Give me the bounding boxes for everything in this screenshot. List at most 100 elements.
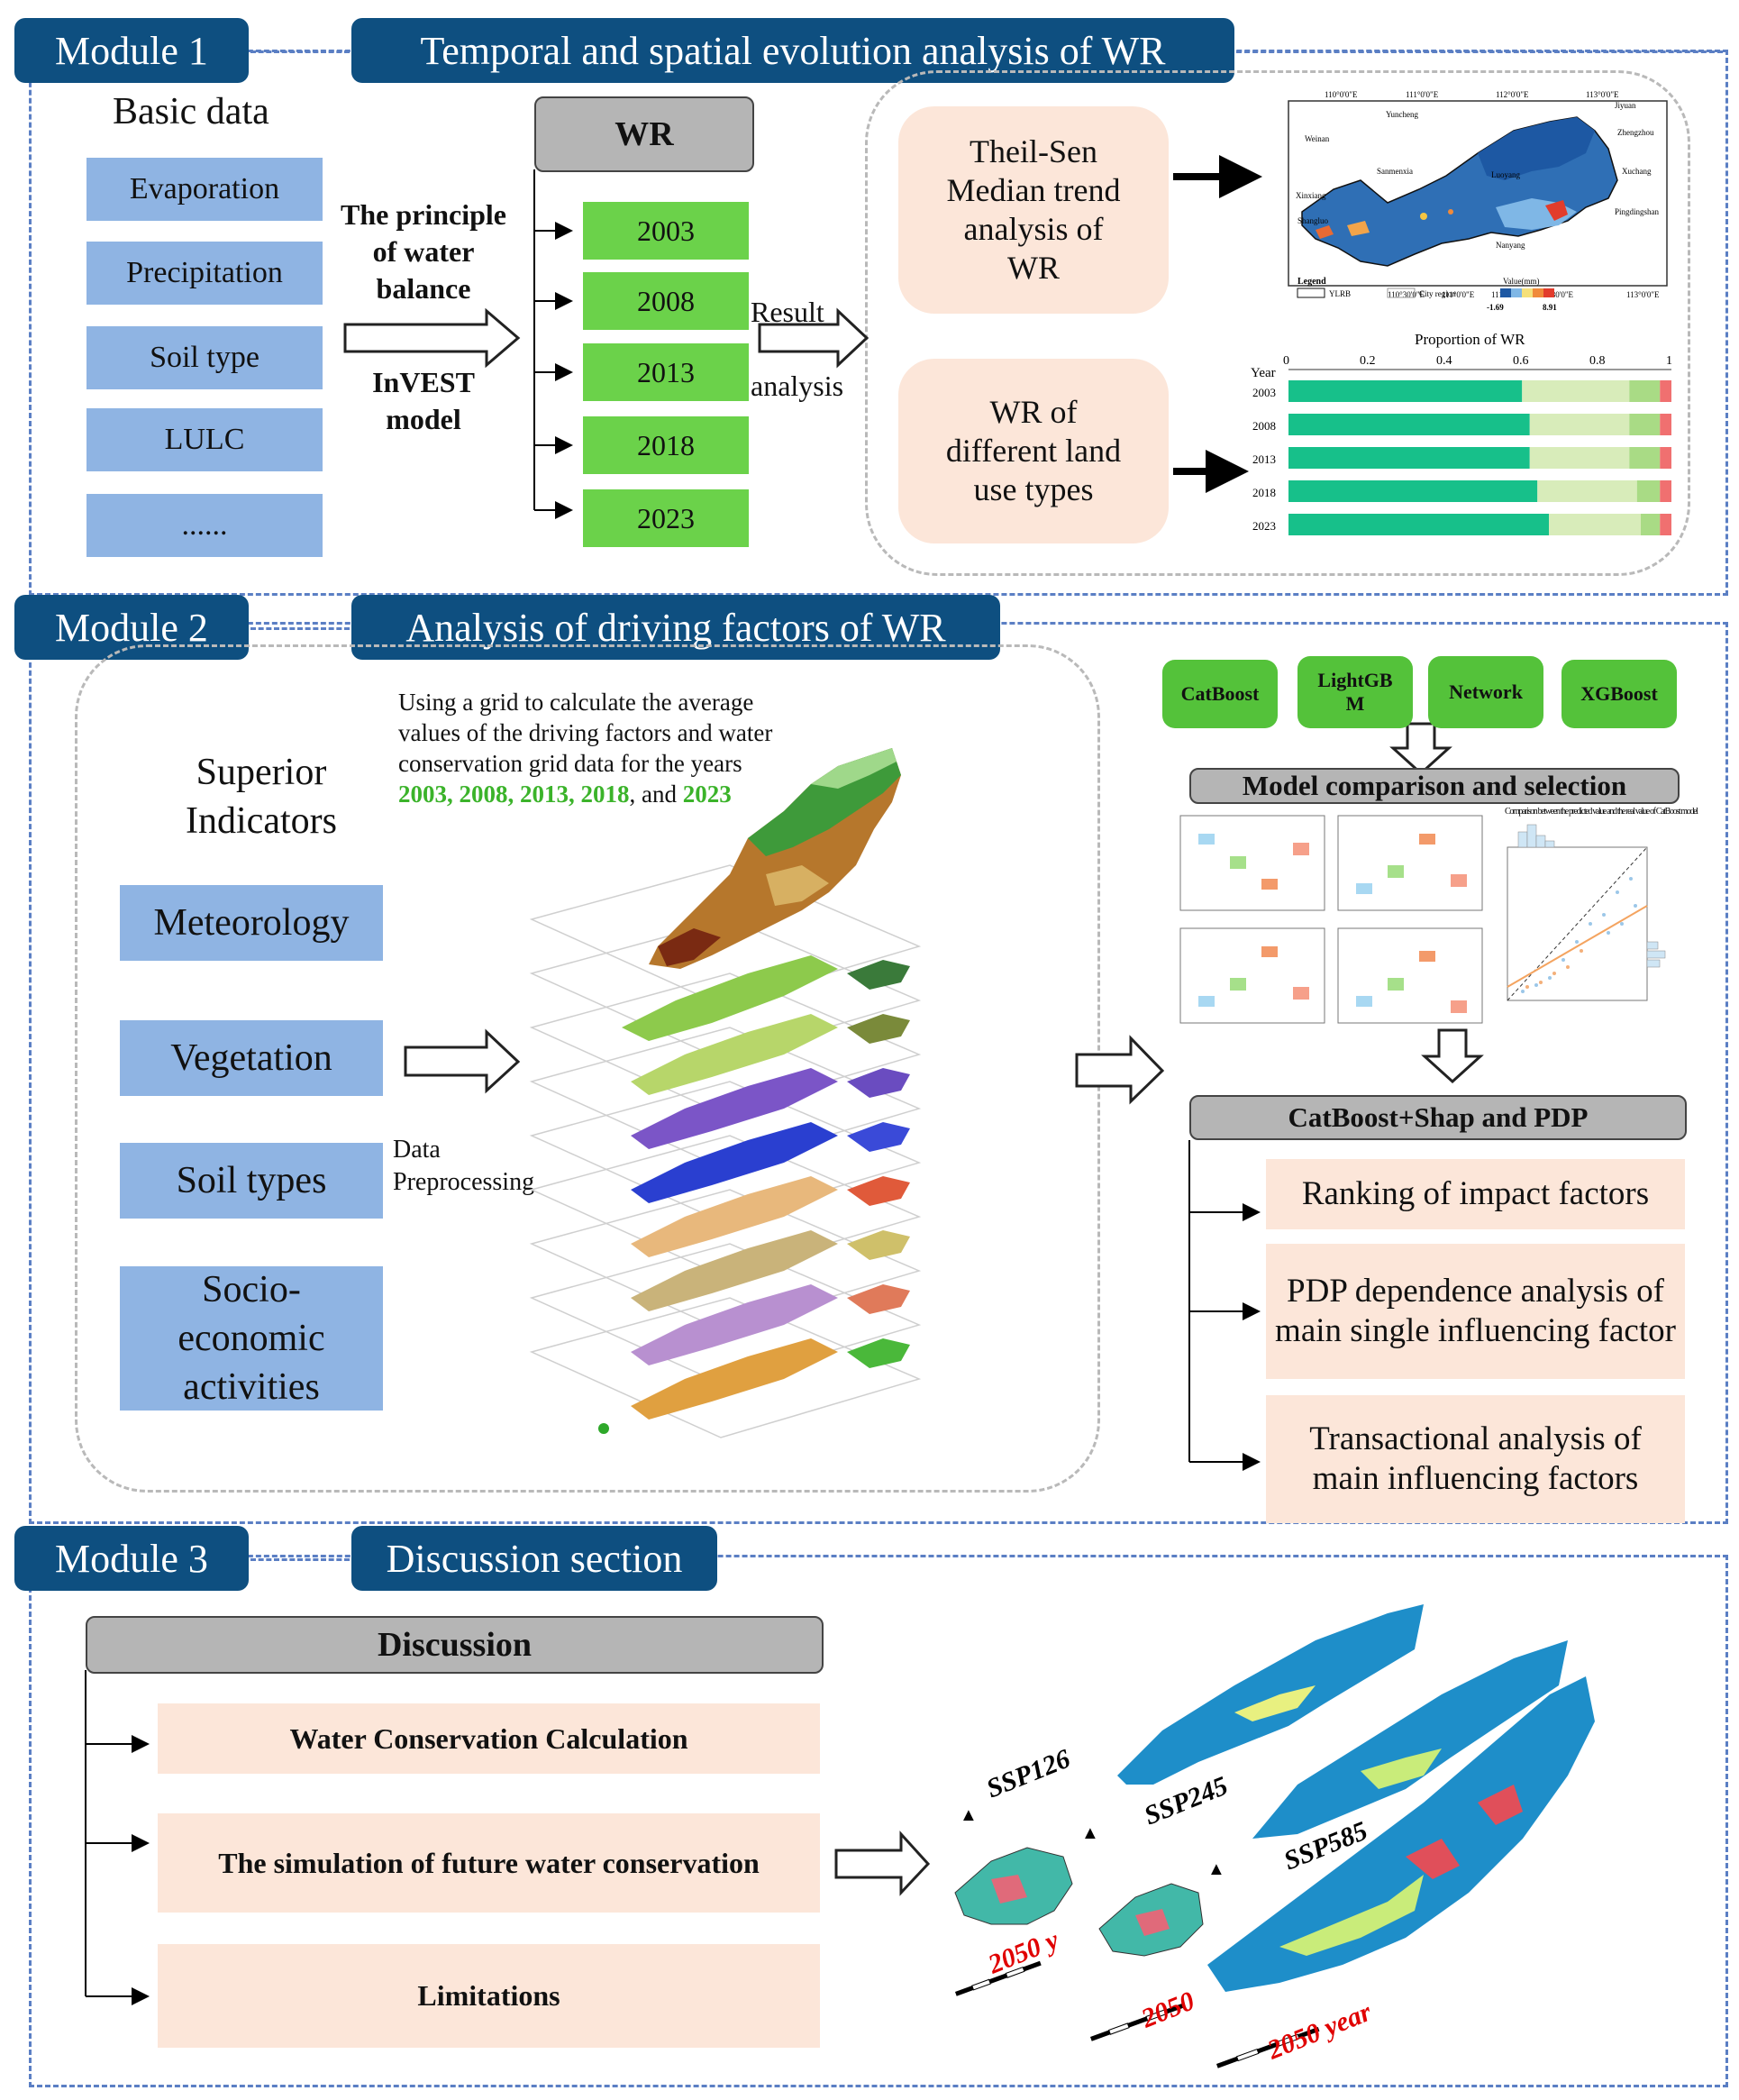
chart-bar-segment bbox=[1629, 447, 1661, 469]
map-city-label: Luoyang bbox=[1491, 170, 1520, 179]
discussion-header: Discussion bbox=[86, 1616, 824, 1674]
chart-bar-segment bbox=[1636, 480, 1661, 502]
result-analysis-label: Result analysis bbox=[751, 296, 844, 402]
module3-title: Discussion section bbox=[351, 1526, 717, 1591]
model-network: Network bbox=[1428, 656, 1543, 728]
module1-connectors bbox=[343, 155, 1262, 519]
chart-category-label: 2013 bbox=[1252, 452, 1276, 466]
invest-label: InVEST model bbox=[372, 366, 475, 435]
wr-header: WR bbox=[534, 96, 754, 172]
chart-x-tick-label: 0.4 bbox=[1436, 354, 1452, 368]
chart-category-label: 2023 bbox=[1252, 519, 1276, 533]
indicator-soil-types: Soil types bbox=[120, 1143, 383, 1219]
model-comparison-panel: Comparison between the predicted value a… bbox=[1179, 807, 1698, 1024]
grid-years: 2003, 2008, 2013, 2018 bbox=[398, 781, 630, 808]
chart-ylabel: Year bbox=[1251, 366, 1276, 380]
scatter-frame bbox=[1507, 846, 1648, 1001]
basic-data-title: Basic data bbox=[113, 91, 269, 132]
ssp-scenario-maps: ▲ ▲ ▲ SSP126 SSP245 SSP585 2050 y 2050 2… bbox=[954, 1604, 1595, 2068]
map-lon-label-top: 110°0'0"E bbox=[1325, 90, 1358, 99]
basic-data-evaporation: Evaporation bbox=[86, 158, 323, 221]
basic-data-precipitation: Precipitation bbox=[86, 242, 323, 305]
basin-hotspot bbox=[1347, 221, 1370, 236]
north-arrow-icon: ▲ bbox=[1207, 1859, 1225, 1879]
data-preprocessing-label: Data Preprocessing bbox=[393, 1136, 535, 1196]
discussion-item-water-conservation: Water Conservation Calculation bbox=[158, 1703, 820, 1774]
model-catboost: CatBoost bbox=[1162, 660, 1278, 728]
north-arrow-icon: ▲ bbox=[1081, 1823, 1099, 1843]
year-2023: 2023 bbox=[583, 489, 749, 547]
grid-description: Using a grid to calculate the average va… bbox=[398, 689, 773, 808]
map-lon-label-bottom: 110°30'0"E bbox=[1388, 290, 1425, 299]
module1-title-connector bbox=[1236, 50, 1723, 53]
comparison-caption: Comparison between the predicted value a… bbox=[1505, 807, 1698, 817]
map-lon-label-bottom: 111°0'0"E bbox=[1442, 290, 1475, 299]
chart-bar-segment bbox=[1641, 514, 1661, 535]
chart-bar-segment bbox=[1660, 447, 1671, 469]
indicator-vegetation: Vegetation bbox=[120, 1020, 383, 1096]
chart-bar-segment bbox=[1660, 414, 1671, 435]
indicator-meteorology: Meteorology bbox=[120, 885, 383, 961]
module3-tag-connector bbox=[250, 1558, 350, 1561]
basin-hotspot bbox=[1545, 200, 1568, 221]
module1-tag-connector bbox=[250, 50, 350, 53]
model-comparison-header: Model comparison and selection bbox=[1189, 768, 1680, 804]
year-2008: 2008 bbox=[583, 272, 749, 330]
discussion-item-future-simulation: The simulation of future water conservat… bbox=[158, 1813, 820, 1913]
chart-bar-segment bbox=[1288, 414, 1530, 435]
chart-bar-segment bbox=[1660, 380, 1671, 402]
chart-bar-segment bbox=[1288, 447, 1530, 469]
year-2013: 2013 bbox=[583, 343, 749, 401]
model-xgboost: XGBoost bbox=[1561, 660, 1677, 728]
chart-x-tick-label: 0.6 bbox=[1513, 354, 1529, 368]
scale-bar bbox=[955, 1960, 1042, 1996]
chart-bar-segment bbox=[1288, 380, 1523, 402]
chart-bar-segment bbox=[1529, 447, 1630, 469]
module2-tag-connector bbox=[250, 627, 350, 630]
chart-bar-segment bbox=[1537, 480, 1637, 502]
map-city-label: Xinxiang bbox=[1296, 191, 1326, 200]
map-lon-label-top: 113°0'0"E bbox=[1586, 90, 1619, 99]
superior-indicators-title: Superior Indicators bbox=[186, 752, 337, 842]
factor-layer-stack bbox=[529, 748, 922, 1438]
chart-bar-segment bbox=[1522, 380, 1630, 402]
map-lon-label-top: 112°0'0"E bbox=[1496, 90, 1529, 99]
ssp245-map bbox=[1252, 1640, 1568, 1839]
map-legend-item: YLRB bbox=[1329, 289, 1351, 298]
chart-bar-segment bbox=[1629, 414, 1661, 435]
map-city-label: Weinan bbox=[1305, 134, 1330, 143]
year-2003: 2003 bbox=[583, 202, 749, 260]
scatter-points bbox=[1521, 877, 1637, 993]
module3-frame bbox=[29, 1555, 1728, 2087]
scenario-year: 2050 bbox=[1136, 1986, 1198, 2033]
scatter-points-test bbox=[1525, 949, 1583, 989]
result-ranking: Ranking of impact factors bbox=[1266, 1159, 1685, 1229]
chart-x-tick-label: 0.2 bbox=[1360, 354, 1376, 368]
map-city-label: Nanyang bbox=[1496, 241, 1525, 250]
module2-arrows bbox=[404, 722, 1484, 1471]
module1-tag: Module 1 bbox=[14, 18, 249, 83]
scale-bar bbox=[1090, 2003, 1186, 2041]
map-city-label: Jiyuan bbox=[1615, 101, 1636, 110]
discussion-item-limitations: Limitations bbox=[158, 1944, 820, 2048]
module2-title: Analysis of driving factors of WR bbox=[351, 595, 1000, 660]
chart-bar-segment bbox=[1629, 380, 1661, 402]
chart-bar-segment bbox=[1288, 480, 1538, 502]
scale-bar bbox=[1216, 2026, 1320, 2068]
map-city-label: Yuncheng bbox=[1386, 110, 1418, 119]
boxplot-panel bbox=[1179, 815, 1483, 1024]
model-lightgbm: LightGB M bbox=[1297, 656, 1413, 728]
ssp585-map bbox=[1207, 1676, 1595, 1992]
module2-tag: Module 2 bbox=[14, 595, 249, 660]
scenario-year: 2050 year bbox=[1262, 1997, 1376, 2066]
map-city-label: Sanmenxia bbox=[1377, 167, 1413, 176]
principle-label: The principle of water balance bbox=[340, 198, 506, 305]
chart-x-tick-label: 0 bbox=[1283, 354, 1289, 368]
chart-bar-segment bbox=[1529, 414, 1630, 435]
chart-title: Proportion of WR bbox=[1415, 331, 1525, 348]
map-legend-label: Legend bbox=[1297, 277, 1326, 287]
